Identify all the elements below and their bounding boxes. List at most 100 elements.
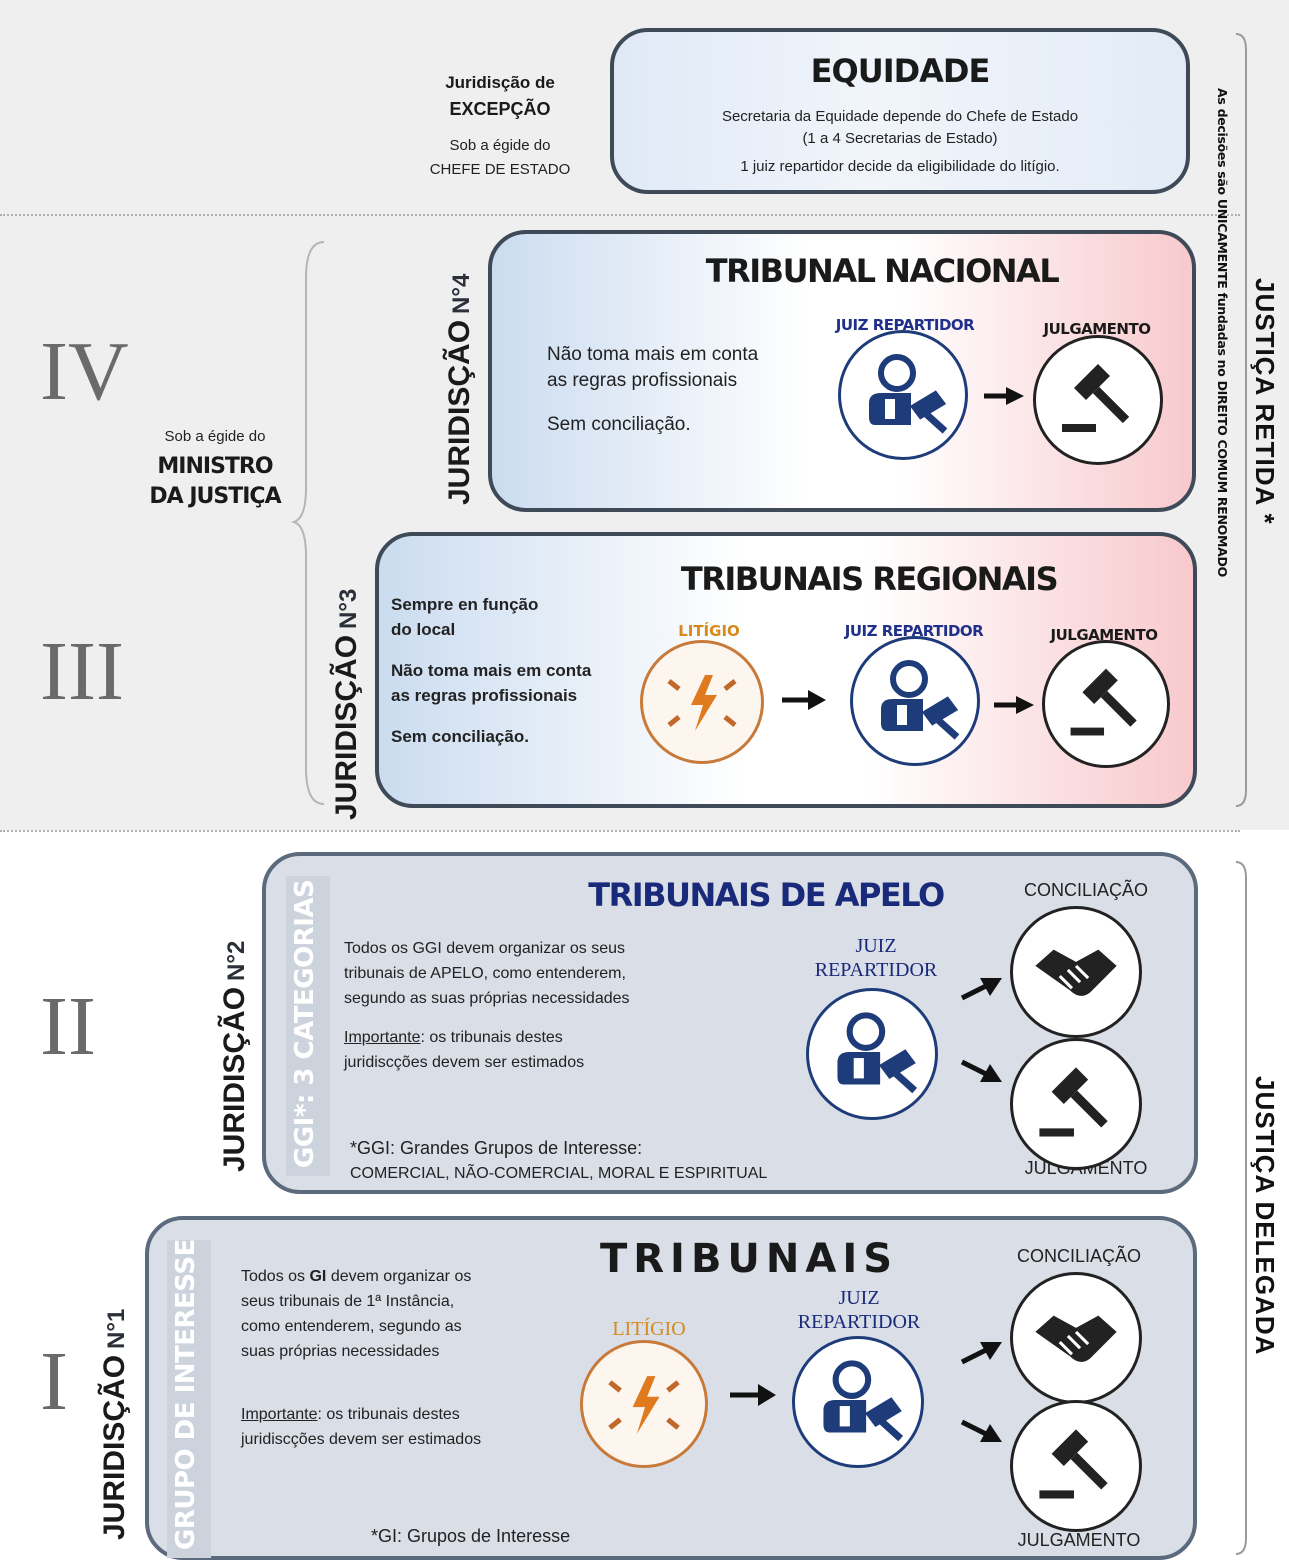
arrow-icon (960, 1059, 1002, 1082)
handshake-icon (1010, 906, 1142, 1038)
jur1-imp-underline: Importante (241, 1406, 318, 1423)
jur2-text1: Todos os GGI devem organizar os seus (344, 940, 626, 957)
jur3-text1: Sempre en função (391, 595, 539, 614)
gavel-icon (1010, 1038, 1142, 1170)
jur2-label-text: JURIDISÇÃO (218, 986, 251, 1172)
jur3-text3: Não toma mais em conta (391, 661, 592, 680)
equidade-line2: (1 a 4 Secretarias de Estado) (802, 130, 998, 147)
jur1-juiz1: JUIZ (838, 1287, 880, 1309)
jur1-imp-rest: : os tribunais destes (317, 1406, 460, 1423)
gavel-icon (1010, 1400, 1142, 1532)
gavel-icon (1042, 640, 1170, 768)
jur1-text1-b: GI (309, 1268, 327, 1285)
jur3-num: N°3 (335, 588, 362, 629)
jur2-side-tab (286, 876, 330, 1176)
jur1-concil-label: CONCILIAÇÃO (1016, 1246, 1142, 1266)
excepcao-sub-line2: CHEFE DE ESTADO (429, 161, 571, 178)
jur2-importante: Importante: os tribunais destes (344, 1025, 630, 1050)
tribunais-regionais-title: TRIBUNAIS REGIONAIS (680, 560, 1059, 598)
jur2-juiz1: JUIZ (855, 935, 897, 957)
arrow-icon (994, 696, 1034, 714)
jur1-text2: seus tribunais de 1ª Instância, (241, 1293, 455, 1310)
arrow-icon (730, 1384, 776, 1406)
arrow-icon (782, 690, 826, 710)
excepcao-title-line2: EXCEPÇÃO (449, 99, 551, 119)
jur4-label: JURIDISÇÃO N°4 (443, 274, 477, 505)
ministro-line3: DA JUSTIÇA (149, 484, 281, 509)
equidade-line3: 1 juiz repartidor decide da eligibilidad… (740, 158, 1060, 175)
judge-icon (792, 1336, 924, 1468)
jur4-text2: as regras profissionais (547, 370, 738, 391)
jur2-juiz2: REPARTIDOR (814, 959, 938, 981)
jur1-foot: *GI: Grupos de Interesse (371, 1526, 571, 1546)
excepcao-title: Juridisção de EXCEPÇÃO (410, 70, 590, 122)
jur1-text1-a: Todos os (241, 1268, 310, 1285)
jur3-label-text: JURIDISÇÃO (330, 634, 363, 820)
arrow-icon (960, 1419, 1002, 1442)
jur2-foot2: COMERCIAL, NÃO-COMERCIAL, MORAL E ESPIRI… (350, 1165, 768, 1182)
jur1-imp2: juridiscções devem ser estimados (241, 1431, 482, 1448)
jur2-imp-underline: Importante (344, 1029, 421, 1046)
roman-iii: III (40, 625, 124, 718)
judge-icon (838, 330, 968, 460)
divider-line (0, 830, 1240, 832)
jur2-text2: tribunais de APELO, como entenderem, (344, 965, 626, 982)
handshake-icon (1010, 1272, 1142, 1404)
tribunais-apelo-title: TRIBUNAIS DE APELO (588, 876, 945, 914)
jur4-label-text: JURIDISÇÃO (443, 319, 476, 505)
arrow-icon (960, 978, 1002, 1001)
roman-i: I (40, 1335, 68, 1428)
ministro-brace (290, 241, 325, 805)
delegada-bracket (1235, 861, 1247, 1555)
jur3-julg-label: JULGAMENTO (1050, 626, 1158, 644)
jur3-text2: do local (391, 620, 456, 639)
ministro-title: MINISTRO DA JUSTIÇA (130, 452, 300, 512)
ministro-line2: MINISTRO (157, 454, 273, 479)
jur3-juiz-label: JUIZ REPARTIDOR (844, 622, 984, 640)
jur1-label-text: JURIDISÇÃO (98, 1354, 131, 1540)
arrow-icon (960, 1342, 1002, 1365)
tribunal-nacional-title: TRIBUNAL NACIONAL (705, 252, 1060, 290)
jur4-num: N°4 (448, 273, 475, 314)
jur1-text1: Todos os GI devem organizar os (241, 1264, 481, 1289)
excepcao-title-line1: Juridisção de (445, 73, 555, 92)
roman-ii: II (40, 980, 96, 1073)
jur2-label: JURIDISÇÃON°2 (218, 941, 252, 1172)
jur1-side-tab (167, 1240, 211, 1558)
jur1-litigio-label: LITÍGIO (612, 1318, 686, 1340)
jur1-juiz2: REPARTIDOR (797, 1311, 921, 1333)
arrow-icon (984, 387, 1024, 405)
retida-bracket (1235, 33, 1247, 807)
jur2-foot1: *GGI: Grandes Grupos de Interesse: (350, 1138, 643, 1158)
ministro-sub: Sob a égide do (164, 428, 266, 445)
jur4-julg-label: JULGAMENTO (1043, 320, 1151, 338)
excepcao-subtitle: Sob a égide do CHEFE DE ESTADO (400, 134, 600, 182)
jur1-text1-c: devem organizar os (326, 1268, 472, 1285)
jur4-text3: Sem conciliação. (547, 414, 691, 435)
jur1-text3: como entenderem, segundo as (241, 1318, 462, 1335)
excepcao-sub-line1: Sob a égide do (449, 137, 551, 154)
jur1-label: JURIDISÇÃO N°1 (98, 1309, 132, 1540)
equidade-line1: Secretaria da Equidade depende do Chefe … (721, 108, 1079, 125)
equidade-box: EQUIDADE Secretaria da Equidade depende … (610, 28, 1190, 194)
jur1-text4: suas próprias necessidades (241, 1343, 440, 1360)
jur1-side-label: GRUPO DE INTERESSE (171, 1239, 201, 1550)
jur2-imp2: juridiscções devem ser estimados (344, 1054, 585, 1071)
jur2-side-label: GGI*: 3 CATEGORIAS (290, 879, 320, 1168)
tribunais-title: TRIBUNAIS (599, 1236, 899, 1282)
litigio-icon (640, 640, 764, 764)
litigio-icon (580, 1340, 708, 1468)
jur2-text3: segundo as suas próprias necessidades (344, 990, 630, 1007)
gavel-icon (1033, 335, 1163, 465)
jur4-text1: Não toma mais em conta (547, 344, 759, 365)
equidade-title: EQUIDADE (810, 52, 991, 90)
jur4-juiz-label: JUIZ REPARTIDOR (835, 316, 975, 334)
jur3-text4: as regras profissionais (391, 686, 578, 705)
jur3-text5: Sem conciliação. (391, 727, 529, 746)
jur3-label: JURIDISÇÃO N°3 (330, 589, 364, 820)
jur1-num: N°1 (103, 1308, 130, 1349)
divider-line (0, 214, 1240, 216)
judge-icon (850, 636, 980, 766)
jur1-importante: Importante: os tribunais destes (241, 1402, 481, 1427)
jur3-litigio-label: LITÍGIO (678, 622, 740, 640)
